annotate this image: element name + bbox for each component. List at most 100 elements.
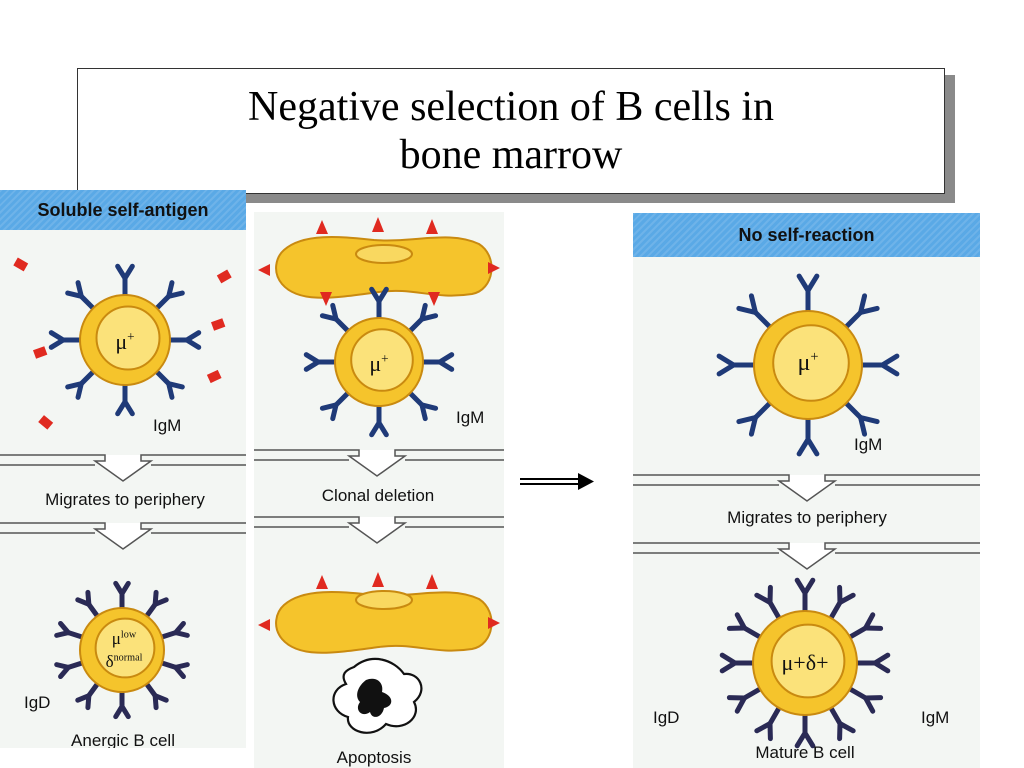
receptor-stem <box>152 367 172 387</box>
b-cell-top <box>48 263 202 417</box>
cell-label: μ+ <box>115 328 135 355</box>
receptor-arm <box>796 273 811 294</box>
receptor-stem <box>842 309 864 331</box>
panel-clonal-deletion: μ+ IgM Clonal deletion Apoptosis <box>254 212 504 768</box>
receptor-arm <box>173 664 186 680</box>
receptor-arm <box>794 730 808 749</box>
receptor-stem <box>406 389 425 408</box>
receptor-arm <box>734 612 747 631</box>
receptor-arm <box>75 693 92 703</box>
step-arrow-1 <box>0 454 246 482</box>
cell-nucleus <box>770 623 846 699</box>
self-antigen-cell-top <box>258 217 500 306</box>
receptor-arm <box>85 589 92 607</box>
receptor-arm <box>437 359 455 372</box>
receptor-arm <box>419 402 428 422</box>
step-arrow-1 <box>633 474 980 502</box>
igm-label-bottom: IgM <box>921 708 950 727</box>
flow-arrow-outline <box>254 449 504 477</box>
receptor-arm <box>879 362 900 377</box>
step-arrow-1 <box>254 449 504 477</box>
receptor-arm <box>863 695 876 714</box>
receptor-stem <box>741 685 765 701</box>
flow-arrow-outline <box>254 516 504 544</box>
receptor-arm <box>376 286 389 304</box>
receptor-stem <box>406 316 425 335</box>
receptor-stem <box>78 367 98 387</box>
receptor-arm <box>152 597 169 607</box>
flow-arrow-outline <box>633 542 980 570</box>
receptor-arm <box>369 420 382 438</box>
receptor-arm <box>858 415 880 425</box>
receptor-stem <box>752 399 774 421</box>
receptor-arm <box>122 263 135 281</box>
receptor-arm <box>736 415 758 425</box>
step-arrow-2 <box>633 542 980 570</box>
panel-header: Soluble self-antigen <box>0 190 246 230</box>
cell-label: μ+ <box>369 350 389 377</box>
cell-nucleus <box>94 617 156 679</box>
receptor-arm <box>48 330 66 343</box>
igm-label: IgM <box>153 416 182 435</box>
panel-middle-drawing <box>254 217 504 734</box>
self-antigen-cell-bottom <box>258 572 500 654</box>
receptor-arm <box>184 337 202 350</box>
title-line-2: bone marrow <box>399 132 623 178</box>
receptor-stem <box>78 293 98 313</box>
receptor-arm <box>166 290 185 299</box>
b-cell-middle <box>303 286 455 438</box>
receptor-arm <box>748 415 758 437</box>
receptor-arm <box>716 362 737 377</box>
apoptotic-cell <box>332 657 423 734</box>
receptor-arm <box>837 592 856 605</box>
panel-soluble-self-antigen: Soluble self-antigen μ+ IgM Migrates to … <box>0 190 246 748</box>
receptor-arm <box>858 305 880 315</box>
receptor-arm <box>716 353 737 368</box>
next-arrow <box>520 473 594 490</box>
receptor-arm <box>113 703 125 720</box>
receptor-arm <box>115 399 128 417</box>
receptor-arm <box>805 273 820 294</box>
step-arrow-2 <box>0 522 246 550</box>
receptor-stem <box>845 625 869 641</box>
receptor-stem <box>767 703 783 727</box>
b-cell-bottom <box>719 577 891 749</box>
receptor-arm <box>319 402 339 411</box>
receptor-arm <box>858 415 868 437</box>
receptor-arm <box>872 660 891 674</box>
b-cell-bottom <box>54 580 190 720</box>
result-label: Apoptosis <box>336 748 412 767</box>
cell-label: μ+ <box>797 349 819 376</box>
panel-no-self-reaction: No self-reaction μ+ IgM Migrates to peri… <box>633 213 980 768</box>
step-label: Migrates to periphery <box>727 508 887 527</box>
receptor-arm <box>802 577 816 596</box>
title-line-1: Negative selection of B cells in <box>247 84 774 130</box>
step-label: Migrates to periphery <box>45 490 205 509</box>
receptor-arm <box>879 353 900 368</box>
receptor-stem <box>152 293 172 313</box>
step-label: Clonal deletion <box>321 486 435 505</box>
igm-label: IgM <box>456 408 485 427</box>
cell-nucleus <box>772 324 850 402</box>
receptor-stem <box>333 389 352 408</box>
igm-label: IgM <box>854 435 883 454</box>
flow-arrow-outline <box>0 454 246 482</box>
receptor-stem <box>752 309 774 331</box>
igd-label: IgD <box>24 693 51 712</box>
title-box: Negative selection of B cells in bone ma… <box>77 68 945 194</box>
result-label: Anergic B cell <box>71 731 175 748</box>
receptor-arm <box>748 293 758 315</box>
cell-bottom-label: μ+δ+ <box>781 650 829 675</box>
flow-arrow-outline <box>633 474 980 502</box>
receptor-arm <box>152 693 159 711</box>
receptor-arm <box>65 381 84 390</box>
panel-left-drawing <box>0 257 246 720</box>
receptor-arm <box>166 381 175 400</box>
receptor-arm <box>419 313 439 322</box>
receptor-stem <box>767 599 783 623</box>
receptor-arm <box>719 652 738 666</box>
soluble-antigens <box>13 257 232 430</box>
panel-right-drawing <box>633 273 980 749</box>
receptor-stem <box>741 625 765 641</box>
